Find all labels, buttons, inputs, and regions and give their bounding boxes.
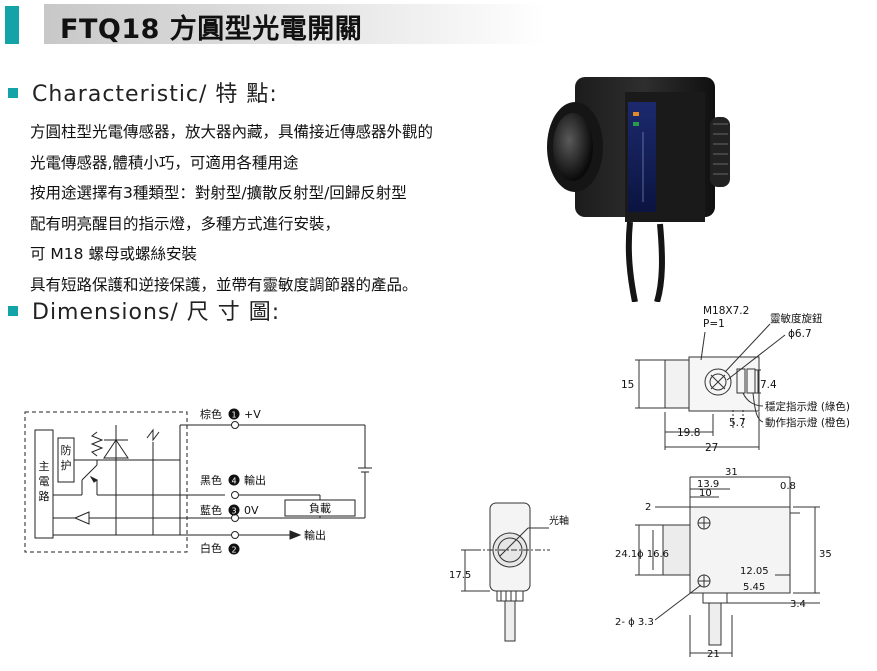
description-line: 方圓柱型光電傳感器，放大器內藏，具備接近傳感器外觀的 [30, 123, 434, 141]
main-circuit-label: 電 [39, 475, 50, 488]
title-band [44, 4, 545, 44]
pitch-spec: P=1 [703, 318, 725, 330]
dim-24-1: 24.1 [615, 549, 637, 560]
dim-10: 10 [699, 488, 712, 499]
sensitivity-knob-label: 靈敏度旋鈕 [770, 312, 823, 325]
dim-0-8: 0.8 [780, 481, 796, 492]
front-view-drawing: M18X7.2 P=1 靈敏度旋鈕 ϕ6.7 15 7.4 穩定指示燈 (綠色)… [621, 305, 850, 454]
protection-label: 护 [61, 458, 72, 472]
stable-led-label: 穩定指示燈 (綠色) [765, 400, 850, 413]
wire-brown: 棕色 [200, 407, 222, 421]
action-led-label: 動作指示燈 (橙色) [765, 416, 850, 429]
protection-label: 防 [61, 443, 72, 457]
dim-12-05: 12.05 [740, 566, 769, 577]
dim-35: 35 [819, 549, 832, 560]
product-photo [547, 77, 730, 302]
load-label: 負載 [309, 502, 331, 515]
description-line: 可 M18 螺母或螺絲安裝 [30, 245, 197, 263]
description-line: 按用途選擇有3種類型：對射型/擴散反射型/回歸反射型 [30, 184, 407, 202]
dim-2: 2 [645, 502, 651, 513]
wire-number: 4 [231, 477, 236, 486]
description-line: 配有明亮醒目的指示燈，多種方式進行安裝， [30, 214, 341, 233]
dim-5-7: 5.7 [729, 417, 746, 429]
wire-label: 輸出 [244, 473, 266, 487]
characteristic-description: 方圓柱型光電傳感器，放大器內藏，具備接近傳感器外觀的 光電傳感器,體積小巧，可適… [30, 117, 433, 300]
zener-symbol [146, 428, 160, 442]
thread-spec: M18X7.2 [703, 305, 749, 317]
main-circuit-label: 路 [39, 490, 50, 503]
section-characteristic-label: Characteristic/ 特 點: [32, 82, 278, 107]
sensor-boundary [24, 411, 188, 553]
side-view-drawing: 光軸 17.5 [449, 502, 569, 642]
dim-16-6: ϕ 16.6 [637, 549, 669, 560]
dim-17-5: 17.5 [449, 570, 471, 581]
main-circuit-box [34, 429, 54, 539]
square-bullet-icon [8, 306, 18, 316]
wiring-diagram: 主 電 路 防 护 棕色 1 +V 黑色 4 輸出 藍色 3 0V 負載 輸出 … [24, 407, 372, 555]
diode-symbol [73, 511, 90, 525]
title-bar: FTQ18 方圓型光電開關 [0, 4, 545, 45]
wire-label: +V [244, 408, 261, 421]
section-dimensions-label: Dimensions/ 尺 寸 圖: [32, 300, 281, 325]
optical-axis-label: 光軸 [549, 514, 569, 527]
dim-13-9: 13.9 [697, 479, 719, 490]
square-bullet-icon [8, 88, 18, 98]
wire-number: 2 [231, 546, 236, 555]
knob-diameter: ϕ6.7 [788, 328, 812, 340]
top-view-drawing: 31 13.9 10 2 0.8 24.1 ϕ 16.6 35 12.05 5.… [615, 467, 832, 660]
dim-21: 21 [707, 649, 720, 660]
wire-number: 1 [231, 411, 236, 420]
wire-label: 0V [244, 504, 259, 517]
title-accent-bar [5, 6, 19, 44]
dim-3-4: 3.4 [790, 599, 806, 610]
wire-number: 3 [231, 507, 236, 516]
resistor-symbol [90, 431, 104, 457]
dim-27: 27 [705, 442, 718, 454]
hole-spec: 2- ϕ 3.3 [615, 617, 654, 628]
page-title: FTQ18 方圓型光電開關 [60, 14, 363, 45]
dim-31: 31 [725, 467, 738, 478]
description-line: 光電傳感器,體積小巧，可適用各種用途 [30, 153, 299, 172]
dim-15: 15 [621, 379, 634, 391]
description-line: 具有短路保護和逆接保護，並帶有靈敏度調節器的產品。 [30, 275, 418, 294]
dim-19-8: 19.8 [677, 427, 700, 439]
dim-7-4: 7.4 [760, 379, 777, 391]
wire-black: 黑色 [200, 473, 222, 487]
output-label: 輸出 [304, 528, 326, 542]
wire-white: 白色 [200, 541, 222, 555]
wire-blue: 藍色 [200, 503, 222, 517]
section-characteristic: Characteristic/ 特 點: [8, 76, 278, 108]
section-dimensions: Dimensions/ 尺 寸 圖: [8, 294, 280, 326]
main-circuit-label: 主 [39, 460, 50, 473]
dim-5-45: 5.45 [743, 582, 765, 593]
